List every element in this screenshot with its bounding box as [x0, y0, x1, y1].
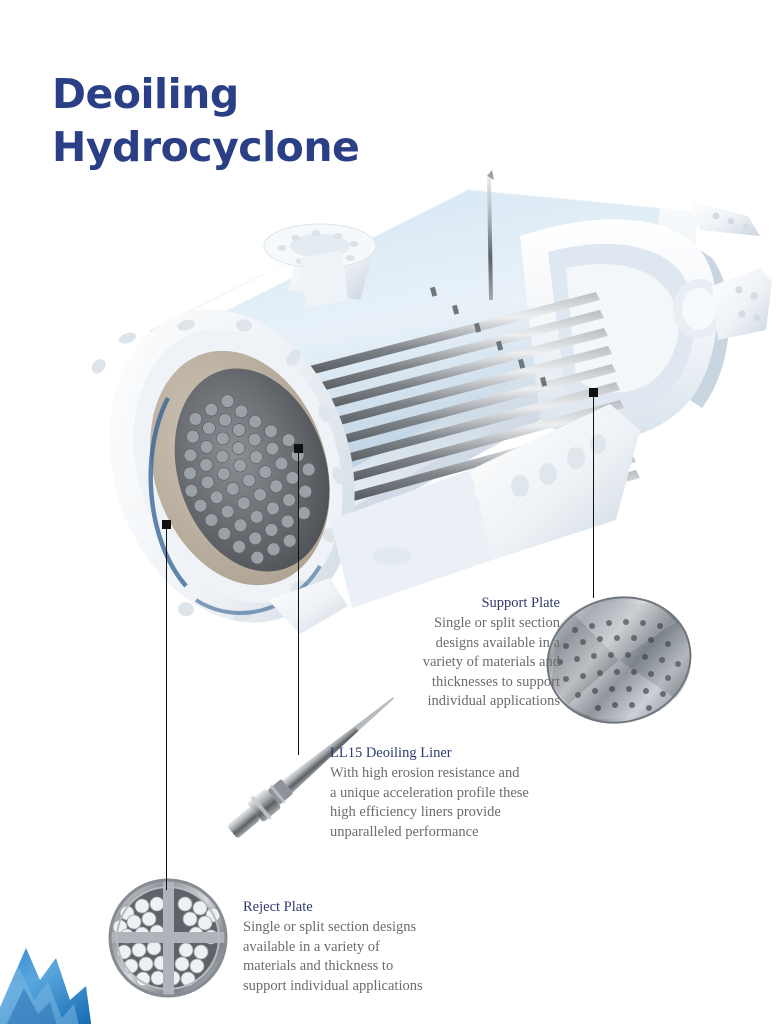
ll15-liner-image [227, 697, 394, 838]
leader-line-reject [165, 528, 168, 890]
callout-heading-ll15-liner: LL15 Deoiling Liner [330, 745, 452, 761]
callout-heading-reject-plate: Reject Plate [243, 899, 313, 915]
top-nozzle [263, 223, 377, 308]
vessel-left-end [91, 309, 355, 623]
callout-reject-plate: Reject Plate Single or split section des… [243, 898, 503, 996]
liner-end-array [183, 394, 316, 565]
leader-marker-support [589, 388, 598, 397]
leader-marker-reject [162, 520, 171, 529]
callout-ll15-deoiling-liner: LL15 Deoiling Liner With high erosion re… [330, 744, 580, 842]
water-splash-graphic [0, 948, 92, 1024]
callout-body-reject-plate: Single or split section designs availabl… [243, 919, 423, 994]
reject-plate-image [108, 878, 228, 998]
leader-line-liner [297, 452, 300, 755]
leader-marker-liner [294, 444, 303, 453]
callout-support-plate: Support Plate Single or split section de… [320, 594, 560, 712]
page-title: Deoiling Hydrocyclone [52, 70, 360, 171]
support-plate-image [546, 596, 692, 724]
vessel-lower-flange [330, 404, 640, 608]
callout-body-support-plate: Single or split section designs availabl… [422, 615, 560, 709]
callout-heading-support-plate: Support Plate [481, 595, 560, 611]
bottom-drain-flange [268, 578, 348, 634]
callout-body-ll15-liner: With high erosion resistance and a uniqu… [330, 765, 529, 840]
leader-line-support [592, 396, 595, 598]
vessel-right-head [520, 200, 772, 441]
